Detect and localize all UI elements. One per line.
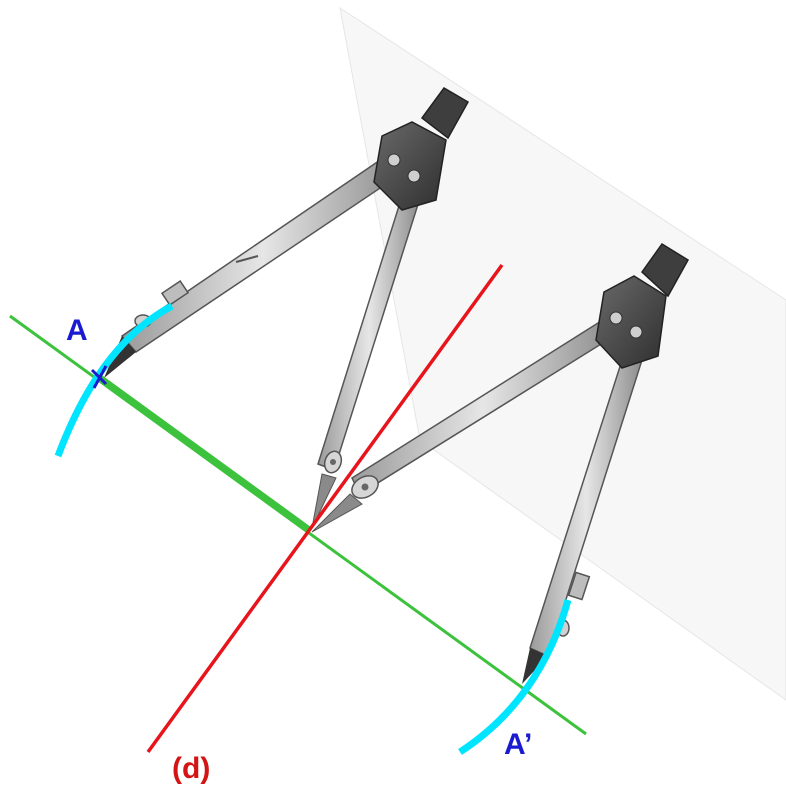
compass-right (311, 242, 690, 684)
arc-a-prime (458, 599, 572, 755)
line-aa-prime (9, 314, 587, 736)
arc-a (54, 302, 174, 458)
compass-left-leg-a (120, 150, 406, 353)
compass-left-clamp (160, 280, 190, 306)
compass-right-head (595, 275, 667, 369)
label-point-a: A (66, 314, 88, 347)
compass-right-clamp (567, 571, 591, 601)
line-d (146, 263, 504, 754)
label-line-d: (d) (172, 752, 210, 785)
point-a-marker (90, 365, 108, 389)
compass-left-head (373, 121, 447, 211)
compass-left-handle (420, 87, 470, 140)
label-point-a-prime: A’ (504, 728, 532, 761)
compass-left (104, 87, 470, 529)
segment-a-to-d (96, 373, 312, 533)
compass-right-handle (641, 242, 690, 298)
